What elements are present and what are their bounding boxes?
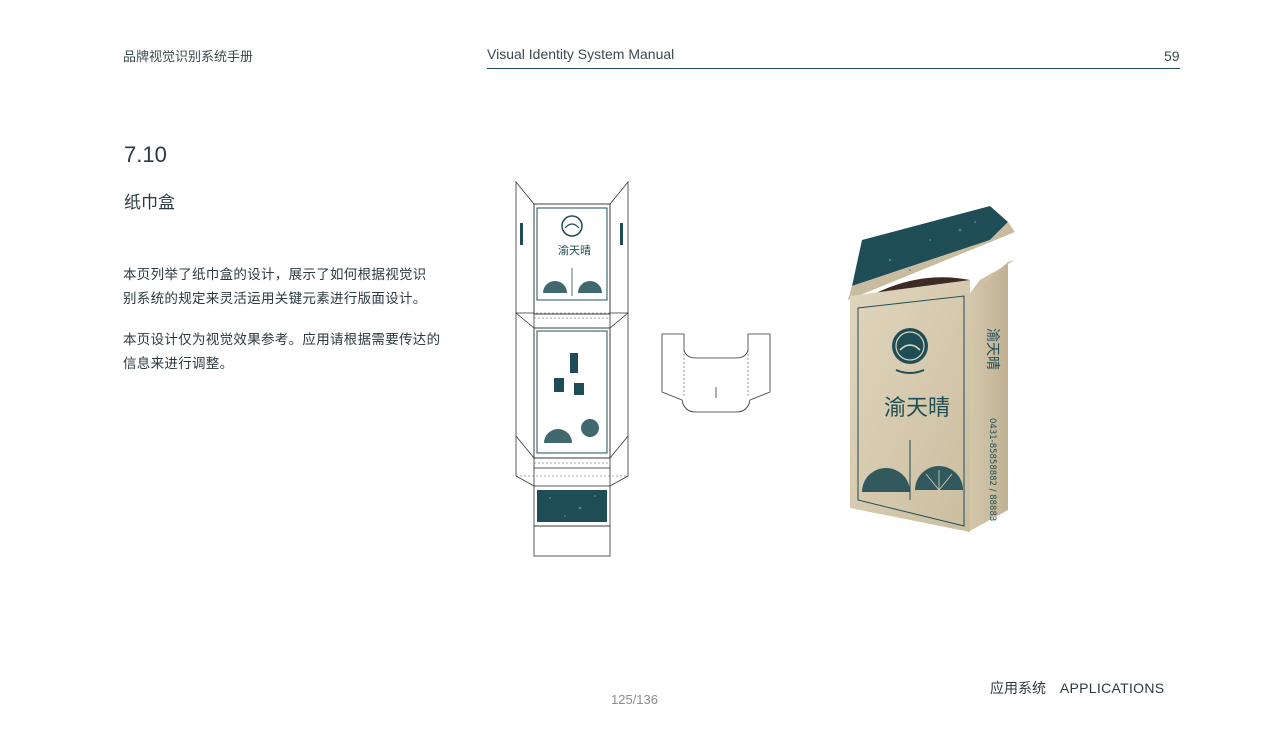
tissue-box-insert-dieline xyxy=(661,333,771,413)
page-count: 125/136 xyxy=(611,692,658,707)
footer-section-en: APPLICATIONS xyxy=(1059,680,1165,696)
description-p1-line-1: 本页列举了纸巾盒的设计，展示了如何根据视觉识 xyxy=(123,267,427,282)
footer-section-cn: 应用系统 xyxy=(990,680,1046,696)
header-page-number: 59 xyxy=(1164,48,1180,64)
description-paragraph-2: 本页设计仅为视觉效果参考。应用请根据需要传达的 信息来进行调整。 xyxy=(123,328,468,376)
tissue-box-dieline: 渝天晴 xyxy=(515,180,629,557)
header-divider xyxy=(487,68,1180,69)
description-p2-line-2: 信息来进行调整。 xyxy=(123,356,234,371)
description-paragraph-1: 本页列举了纸巾盒的设计，展示了如何根据视觉识 别系统的规定来灵活运用关键元素进行… xyxy=(123,263,468,311)
description-p2-line-1: 本页设计仅为视觉效果参考。应用请根据需要传达的 xyxy=(123,332,441,347)
mockup-side-phone: 0431-85858882 / 88883 xyxy=(987,418,997,521)
header-manual-title-cn: 品牌视觉识别系统手册 xyxy=(123,49,254,64)
mockup-side-brand-name: 渝天晴 xyxy=(984,328,1000,370)
section-title: 纸巾盒 xyxy=(124,193,175,212)
header-manual-title-en: Visual Identity System Manual xyxy=(487,46,675,62)
footer-section-label: 应用系统 APPLICATIONS xyxy=(990,678,1164,698)
mockup-brand-name: 渝天晴 xyxy=(884,396,950,421)
description-p1-line-2: 别系统的规定来灵活运用关键元素进行版面设计。 xyxy=(123,291,427,306)
section-number: 7.10 xyxy=(124,142,167,167)
tissue-box-mockup: 渝天晴 渝天晴 0431-85858882 / 88883 xyxy=(848,206,1015,532)
dieline-brand-name: 渝天晴 xyxy=(558,243,591,257)
